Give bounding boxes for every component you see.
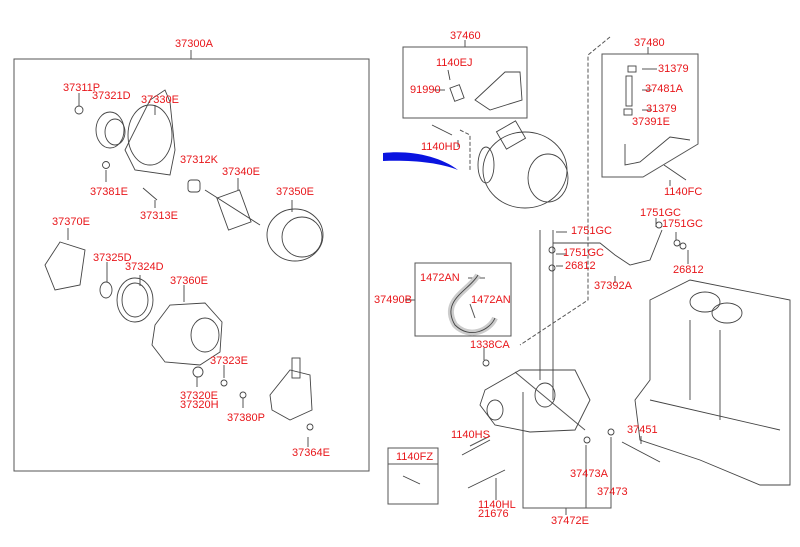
label-1140FZ[interactable]: 1140FZ — [396, 451, 434, 463]
group-box-1140FZ — [387, 447, 439, 505]
label-1751GC-a[interactable]: 1751GC — [571, 225, 612, 237]
label-37340E[interactable]: 37340E — [222, 166, 260, 178]
label-26812-a[interactable]: 26812 — [565, 260, 596, 272]
label-37364E[interactable]: 37364E — [292, 447, 330, 459]
label-37481A[interactable]: 37481A — [645, 83, 683, 95]
label-1472AN-a[interactable]: 1472AN — [420, 272, 460, 284]
label-37311P[interactable]: 37311P — [63, 82, 101, 94]
label-1140HD[interactable]: 1140HD — [421, 141, 461, 153]
label-37324D[interactable]: 37324D — [125, 261, 164, 273]
label-37381E[interactable]: 37381E — [90, 186, 128, 198]
label-37330E[interactable]: 37330E — [141, 94, 179, 106]
label-1472AN-b[interactable]: 1472AN — [471, 294, 511, 306]
label-1140FC[interactable]: 1140FC — [664, 186, 703, 198]
label-37320H[interactable]: 37320H — [180, 399, 219, 411]
label-37473[interactable]: 37473 — [597, 486, 628, 498]
label-1338CA[interactable]: 1338CA — [470, 339, 510, 351]
label-1751GC-b[interactable]: 1751GC — [563, 247, 604, 259]
label-1140HL[interactable]: 1140HL — [478, 499, 516, 511]
label-37350E[interactable]: 37350E — [276, 186, 314, 198]
label-37313E[interactable]: 37313E — [140, 210, 178, 222]
label-37451[interactable]: 37451 — [627, 424, 658, 436]
label-37360E[interactable]: 37360E — [170, 275, 208, 287]
direction-arrow — [383, 152, 458, 170]
label-1140HS[interactable]: 1140HS — [451, 429, 490, 441]
label-37325D[interactable]: 37325D — [93, 252, 132, 264]
label-37391E[interactable]: 37391E — [632, 116, 670, 128]
label-1751GC-top2[interactable]: 1751GC — [662, 218, 703, 230]
label-21676[interactable]: 21676 — [478, 508, 509, 520]
label-37472E[interactable]: 37472E — [551, 515, 589, 527]
label-37473A[interactable]: 37473A — [570, 468, 608, 480]
label-37480[interactable]: 37480 — [634, 37, 665, 49]
label-37490B[interactable]: 37490B — [374, 294, 412, 306]
group-box-37480 — [601, 53, 699, 178]
label-37312K[interactable]: 37312K — [180, 154, 218, 166]
label-37380P[interactable]: 37380P — [227, 412, 265, 424]
label-26812-b[interactable]: 26812 — [673, 264, 704, 276]
label-1751GC-top1[interactable]: 1751GC — [640, 207, 681, 219]
label-91990[interactable]: 91990 — [410, 84, 441, 96]
label-37370E[interactable]: 37370E — [52, 216, 90, 228]
label-37300A[interactable]: 37300A — [175, 38, 213, 50]
label-37460[interactable]: 37460 — [450, 30, 481, 42]
label-37321D[interactable]: 37321D — [92, 90, 131, 102]
label-1140EJ[interactable]: 1140EJ — [436, 57, 473, 69]
label-31379-upper[interactable]: 31379 — [658, 63, 689, 75]
label-37392A[interactable]: 37392A — [594, 280, 632, 292]
label-31379-lower[interactable]: 31379 — [646, 103, 677, 115]
label-37323E[interactable]: 37323E — [210, 355, 248, 367]
label-37320E[interactable]: 37320E — [180, 390, 218, 402]
